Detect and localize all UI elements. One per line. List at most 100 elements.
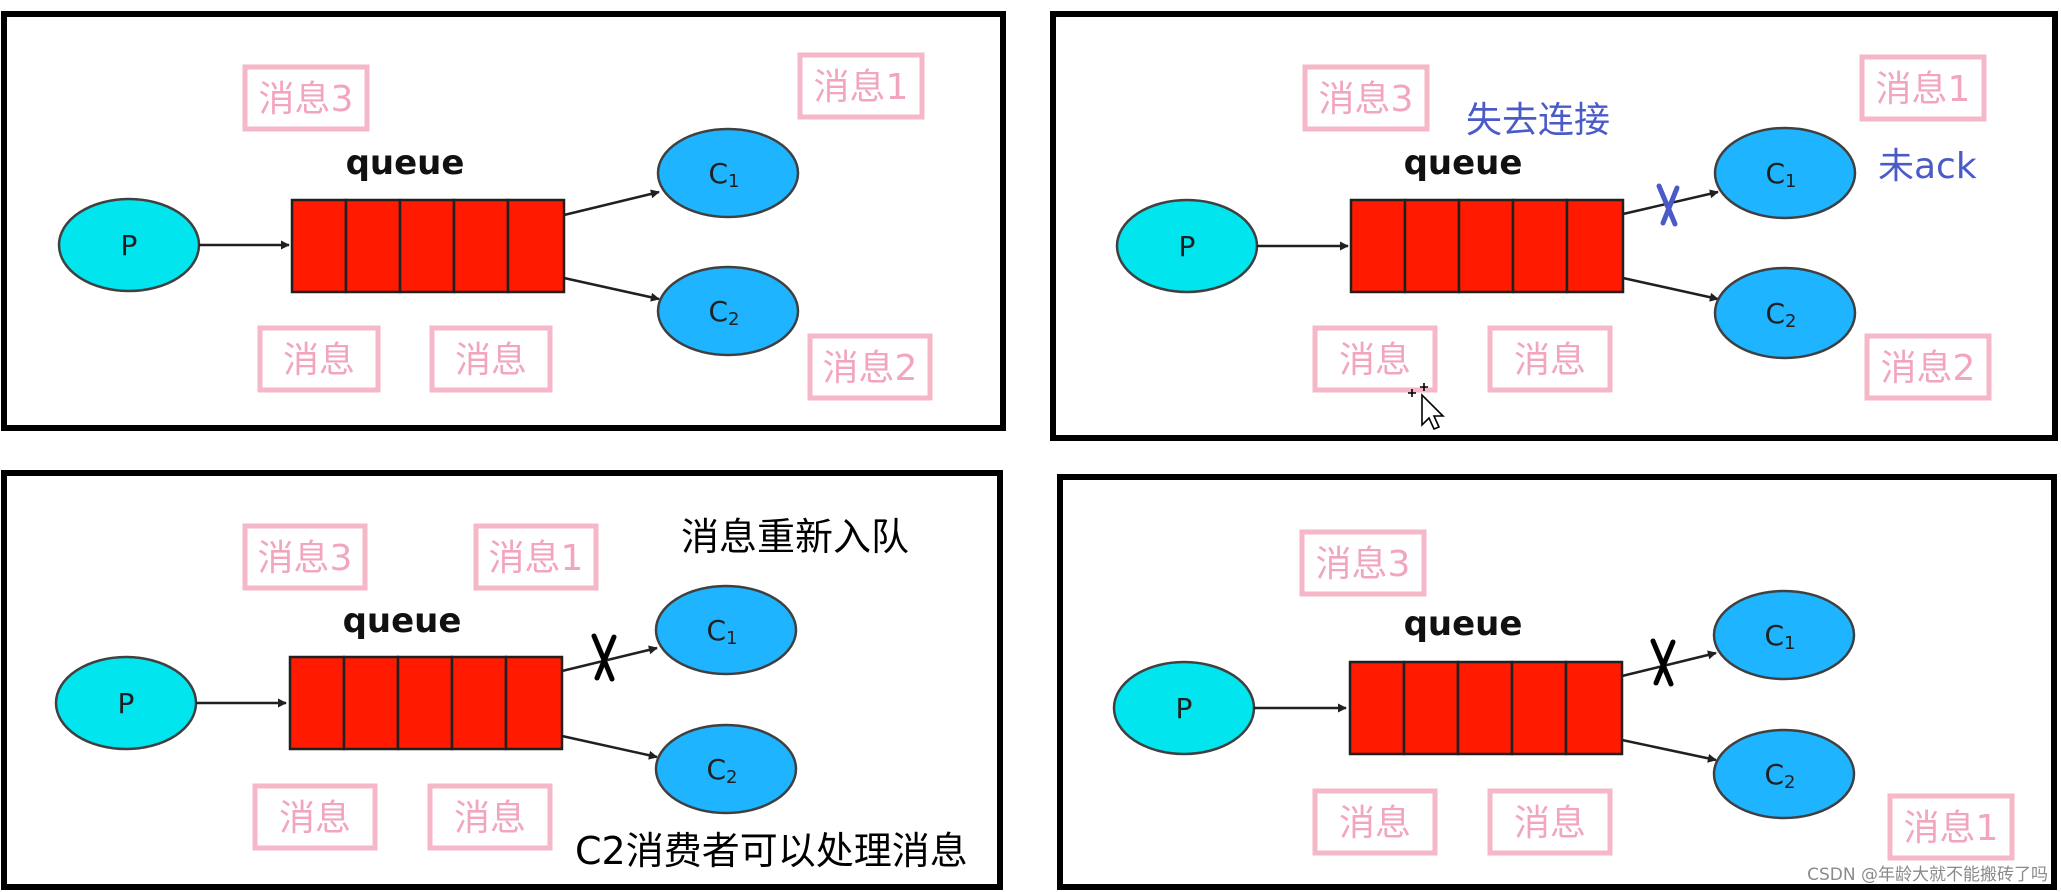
queue-slot: [288, 655, 346, 751]
message-label: 消息: [1339, 340, 1411, 381]
consumer-2-node: C2: [1713, 266, 1857, 360]
consumer-1-node: C1: [1712, 589, 1856, 681]
message-box: 消息1: [797, 52, 925, 120]
unacked-note: 未ack: [1878, 146, 1977, 187]
queue-slot: [1565, 198, 1625, 294]
queue-slot: [506, 198, 566, 294]
producer-label: P: [121, 229, 138, 262]
consumer-2-label: C2: [1764, 758, 1795, 793]
message-box: 消息3: [1302, 64, 1430, 132]
message-box: 消息: [257, 325, 381, 393]
queue-slot: [1510, 660, 1568, 756]
message-box: 消息: [429, 325, 553, 393]
panel-1: 消息3 消息1 消息 消息 消息2 queue P: [1, 11, 1006, 431]
queue-label: queue: [1404, 604, 1523, 644]
message-label: 消息: [279, 798, 351, 839]
queue-slot: [452, 198, 510, 294]
message-box: 消息3: [242, 523, 368, 591]
message-box: 消息1: [1859, 54, 1987, 122]
producer-label: P: [1179, 230, 1196, 263]
message-box: 消息2: [807, 333, 933, 401]
queue-slot: [1456, 660, 1514, 756]
message-label: 消息2: [1881, 348, 1976, 389]
consumer-2-node: C2: [656, 265, 800, 357]
message-box: 消息: [1487, 325, 1613, 393]
message-label: 消息3: [259, 79, 354, 120]
queue-slot: [1349, 198, 1407, 294]
consumer-2-label: C2: [1765, 297, 1796, 332]
queue-slot: [1348, 660, 1406, 756]
producer-node: P: [1115, 198, 1259, 294]
edge-queue-c2: [1622, 276, 1719, 302]
panel-4: 消息3 消息 消息 消息1 queue P: [1057, 474, 2057, 890]
panel-2: 消息3 消息1 消息 消息 消息2 失去连接 未ack queue P: [1050, 11, 2058, 441]
consumer-1-node: C1: [654, 584, 798, 676]
queue-slot: [344, 198, 402, 294]
message-box: 消息3: [1299, 529, 1427, 597]
message-box: 消息: [252, 783, 378, 851]
producer-node: P: [57, 197, 201, 293]
consumer-1-label: C1: [708, 157, 739, 192]
message-box: 消息1: [1887, 793, 2015, 861]
queue-slot: [342, 655, 400, 751]
edge-queue-c2: [563, 276, 660, 302]
message-label: 消息3: [258, 538, 353, 579]
queue-label: queue: [1404, 143, 1523, 183]
message-label: 消息3: [1319, 79, 1414, 120]
lost-connection-note: 失去连接: [1466, 100, 1610, 141]
queue: [290, 198, 566, 294]
queue: [1348, 660, 1624, 756]
message-label: 消息: [1514, 340, 1586, 381]
consumer-1-node: C1: [1713, 126, 1857, 220]
message-label: 消息: [1514, 803, 1586, 844]
message-box: 消息2: [1864, 333, 1992, 401]
message-label: 消息2: [823, 348, 918, 389]
queue-label: queue: [343, 601, 462, 641]
queue-slot: [1403, 198, 1461, 294]
watermark: CSDN @年龄大就不能搬砖了吗: [1807, 865, 2048, 885]
requeue-note: 消息重新入队: [681, 515, 909, 559]
producer-node: P: [1112, 660, 1256, 756]
queue-slot: [1511, 198, 1569, 294]
consumer-2-label: C2: [708, 295, 739, 330]
message-box: 消息: [427, 783, 553, 851]
queue-slot: [504, 655, 564, 751]
queue-label: queue: [346, 143, 465, 183]
consumer-1-label: C1: [706, 614, 737, 649]
message-label: 消息1: [489, 538, 584, 579]
c2-consumer-can-process-note: C2消费者可以处理消息: [575, 829, 968, 873]
queue-slot: [398, 198, 456, 294]
message-label: 消息1: [814, 67, 909, 108]
consumer-1-node: C1: [656, 127, 800, 219]
producer-label: P: [1176, 692, 1193, 725]
message-box: 消息3: [242, 64, 370, 132]
message-label: 消息: [283, 340, 355, 381]
message-label: 消息: [454, 798, 526, 839]
message-box: 消息: [1312, 325, 1438, 393]
producer-label: P: [118, 687, 135, 720]
consumer-1-label: C1: [1765, 157, 1796, 192]
queue-slot: [1457, 198, 1515, 294]
queue-slot: [290, 198, 348, 294]
message-label: 消息1: [1904, 808, 1999, 849]
disconnect-cross-icon: [591, 633, 617, 682]
queue: [288, 655, 564, 751]
edge-queue-c2: [1621, 738, 1717, 763]
disconnect-cross-icon: [1650, 638, 1676, 687]
panel-3: 消息3 消息1 消息 消息 消息重新入队 C2消费者可以处理消息 queue P: [1, 470, 1003, 890]
queue-slot: [450, 655, 508, 751]
message-label: 消息1: [1876, 69, 1971, 110]
consumer-1-label: C1: [1764, 619, 1795, 654]
message-label: 消息3: [1316, 544, 1411, 585]
consumer-2-node: C2: [1712, 728, 1856, 820]
message-box: 消息: [1312, 788, 1438, 856]
message-box: 消息1: [473, 523, 599, 591]
message-label: 消息: [455, 340, 527, 381]
message-box: 消息: [1487, 788, 1613, 856]
move-cursor-icon: [1408, 383, 1445, 431]
queue-slot: [1402, 660, 1460, 756]
queue-slot: [396, 655, 454, 751]
consumer-2-label: C2: [706, 753, 737, 788]
producer-node: P: [54, 655, 198, 751]
